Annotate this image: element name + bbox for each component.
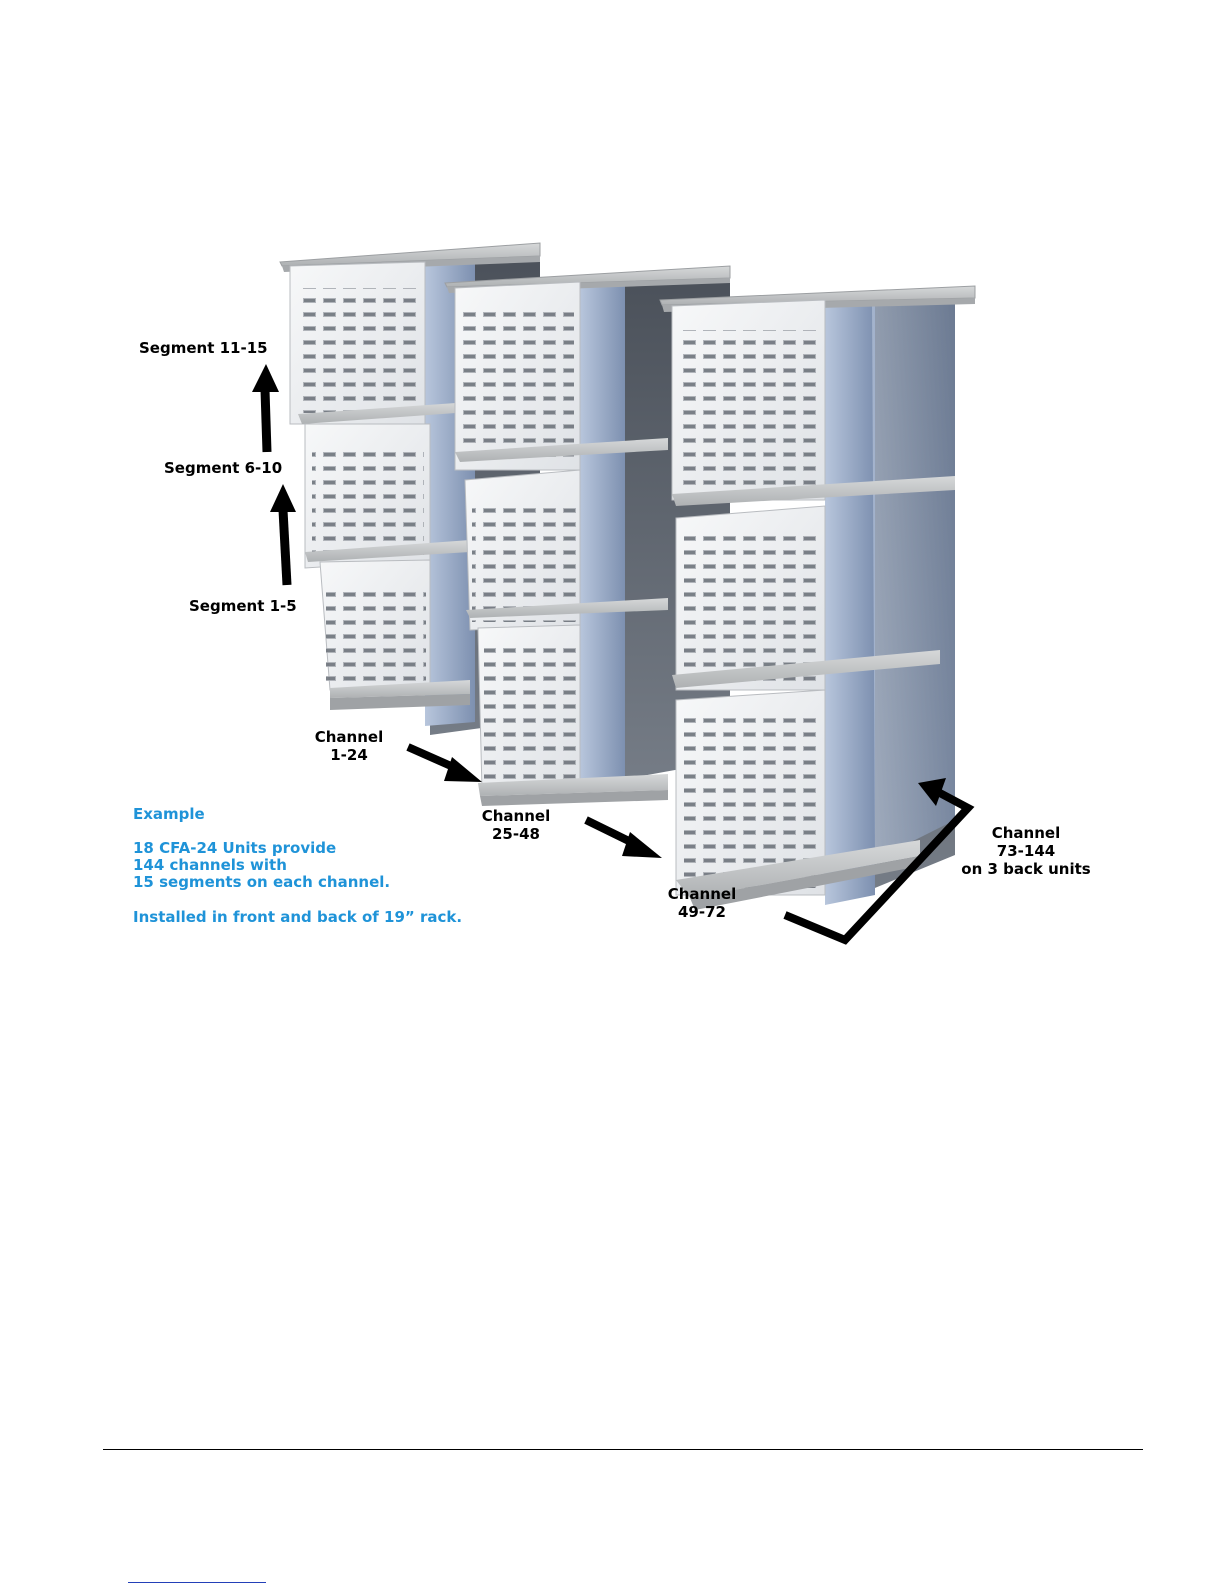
segment-11-15-label: Segment 11-15 (139, 339, 268, 357)
arrow-up-icon (270, 484, 296, 512)
segment-1-5-label: Segment 1-5 (189, 597, 297, 615)
example-line-2: 144 channels with (133, 857, 287, 874)
arrow-down-right-icon (622, 832, 662, 858)
example-line-1: 18 CFA-24 Units provide (133, 840, 336, 857)
bottom-link-underline (128, 1582, 266, 1583)
segment-arrow-lower (270, 484, 296, 585)
example-heading: Example (133, 806, 205, 823)
arrow-up-icon (252, 364, 279, 392)
channel-arrow-2 (586, 820, 662, 858)
channel-1-24-label: Channel 1-24 (300, 728, 398, 764)
install-note: Installed in front and back of 19” rack. (133, 909, 462, 926)
channel-arrow-1 (408, 747, 482, 782)
channel-25-48-label: Channel 25-48 (466, 807, 566, 843)
rack-3 (660, 286, 975, 910)
channel-73-144-label: Channel 73-144 on 3 back units (956, 824, 1096, 878)
example-line-3: 15 segments on each channel. (133, 874, 390, 891)
footer-divider (103, 1449, 1143, 1450)
channel-49-72-label: Channel 49-72 (652, 885, 752, 921)
segment-arrow-upper (252, 364, 279, 452)
segment-6-10-label: Segment 6-10 (164, 459, 282, 477)
arrow-down-right-icon (444, 757, 482, 782)
